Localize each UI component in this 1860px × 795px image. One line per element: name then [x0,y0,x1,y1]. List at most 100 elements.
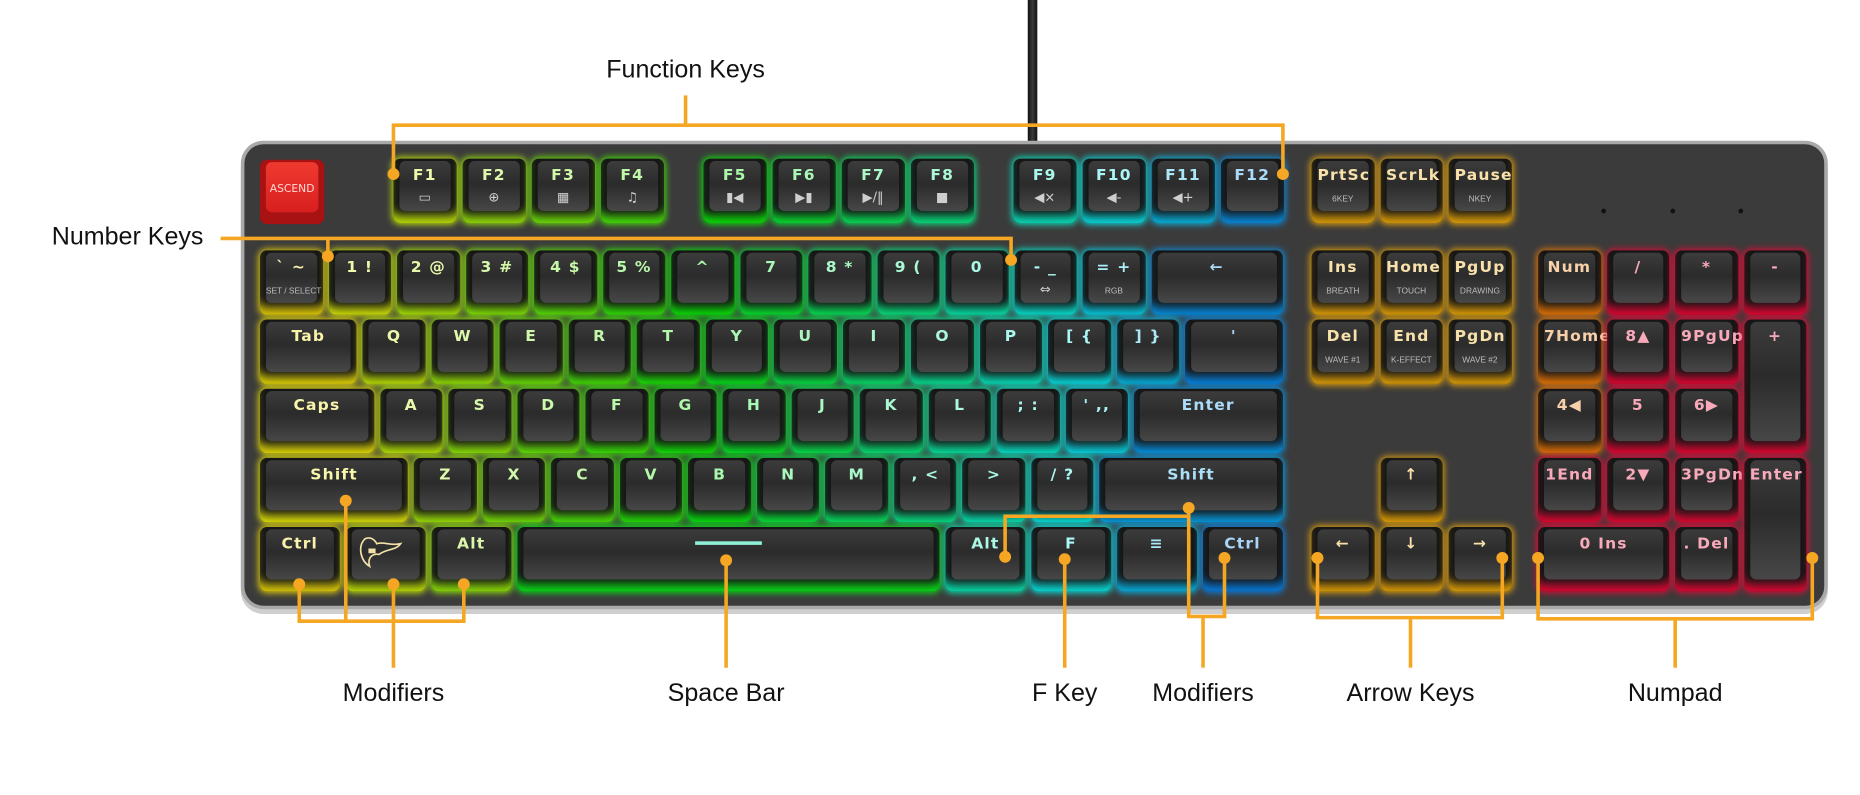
key-w[interactable]: W [431,319,494,384]
key-alt[interactable]: Alt [945,526,1026,592]
key-4[interactable]: 4◀ [1538,388,1601,454]
key-m[interactable]: M [825,457,889,523]
key-u[interactable]: U [774,319,837,384]
key-lion-logo-icon[interactable] [345,526,426,592]
key-n[interactable]: N [756,457,820,523]
key-e[interactable]: E [499,319,563,384]
key-symbol[interactable]: ' ,, [1065,388,1129,454]
key-r[interactable]: R [568,319,632,384]
key-y[interactable]: Y [705,319,769,384]
key-c[interactable]: C [551,457,614,523]
key-g[interactable]: G [654,388,717,454]
key-2[interactable]: 2▼ [1606,457,1670,523]
key-enter[interactable]: Enter [1134,388,1283,454]
key-f10[interactable]: F10◀- [1082,158,1146,223]
key-symbol[interactable]: , < [894,457,957,523]
key-q[interactable]: Q [362,319,426,384]
key-8[interactable]: 8 * [808,250,871,315]
key-9[interactable]: 9 ( [876,250,940,315]
key-9pgup[interactable]: 9PgUp [1675,319,1743,384]
key-0[interactable]: 0 [945,250,1009,315]
key-f[interactable]: F [1031,526,1111,592]
key-f5[interactable]: F5▮◀ [703,158,767,223]
key-i[interactable]: I [842,319,906,384]
key-symbol[interactable]: ` ~SET / SELECT [259,250,323,315]
key-5[interactable]: 5 [1606,388,1670,454]
key-ctrl[interactable]: Ctrl [259,526,340,592]
key-a[interactable]: A [379,388,443,454]
key-ascend[interactable]: ASCEND [259,159,325,225]
key-j[interactable]: J [791,388,854,454]
key-enter[interactable]: Enter [1743,457,1807,592]
key-s[interactable]: S [448,388,512,454]
key-num[interactable]: Num [1538,250,1601,315]
key-symbol[interactable]: [ { [1048,319,1111,384]
key-p[interactable]: P [979,319,1043,384]
key-symbol[interactable]: = +RGB [1082,250,1146,315]
key-f[interactable]: F [585,388,649,454]
key-symbol[interactable]: ; : [996,388,1060,454]
key-6[interactable]: 6▶ [1675,388,1738,454]
key-5[interactable]: 5 % [602,250,666,315]
key-symbol[interactable]: ← [1151,250,1283,315]
key-caps[interactable]: Caps [259,388,374,454]
key-symbol[interactable]: > [962,457,1026,523]
key-l[interactable]: L [928,388,991,454]
key-symbol[interactable]: - _⇔ [1014,250,1077,315]
key-f9[interactable]: F9◀× [1013,158,1077,223]
key-4[interactable]: 4 $ [534,250,597,315]
key-h[interactable]: H [722,388,786,454]
key-f12[interactable]: F12 [1220,158,1284,223]
key-7home[interactable]: 7Home [1538,319,1610,384]
key-x[interactable]: X [482,457,546,523]
key-3[interactable]: 3 # [465,250,529,315]
key-symbol[interactable]: / ? [1031,457,1094,523]
key-o[interactable]: O [911,319,974,384]
key-f8[interactable]: F8■ [910,158,974,223]
key-z[interactable]: Z [414,457,477,523]
key-symbol[interactable]: - [1743,250,1807,315]
key-symbol[interactable]: ^ [671,250,734,315]
key-1[interactable]: 1 ! [328,250,392,315]
key-alt[interactable]: Alt [431,526,512,592]
key-tab[interactable]: Tab [259,319,357,384]
key-symbol[interactable]: ≡ [1116,526,1197,592]
key-symbol[interactable]: + [1743,319,1807,454]
key-3pgdn[interactable]: 3PgDn [1675,457,1743,523]
key-2[interactable]: 2 @ [397,250,460,315]
key-f2[interactable]: F2⊕ [462,158,526,223]
key-f1[interactable]: F1▭ [393,158,457,223]
key-1end[interactable]: 1End [1538,457,1601,523]
key-8[interactable]: 8▲ [1606,319,1670,384]
key-symbol[interactable]: ] } [1116,319,1180,384]
key-symbol[interactable]: * [1675,250,1738,315]
key-7[interactable]: 7 [739,250,803,315]
key-space-bar-line[interactable] [517,526,940,592]
key-shift[interactable]: Shift [259,457,409,523]
key-f11[interactable]: F11◀+ [1151,158,1215,223]
key-v[interactable]: V [619,457,683,523]
key-f3[interactable]: F3▦ [531,158,595,223]
key-t[interactable]: T [636,319,700,384]
key-symbol[interactable]: / [1606,250,1670,315]
key-symbol[interactable]: ↑ [1380,457,1443,523]
key-d[interactable]: D [517,388,580,454]
key-del[interactable]: . Del [1675,526,1738,592]
key-f7[interactable]: F7▶/‖ [841,158,905,223]
key-scrlk[interactable]: ScrLk [1380,158,1443,223]
key-k[interactable]: K [859,388,923,454]
key-f4[interactable]: F4♫ [600,158,664,223]
key-b[interactable]: B [688,457,751,523]
key-symbol[interactable]: ' [1185,319,1283,384]
key-symbol[interactable]: ↓ [1380,526,1443,592]
key-f6[interactable]: F6▶▮ [772,158,836,223]
key-0-ins[interactable]: 0 Ins [1538,526,1670,592]
